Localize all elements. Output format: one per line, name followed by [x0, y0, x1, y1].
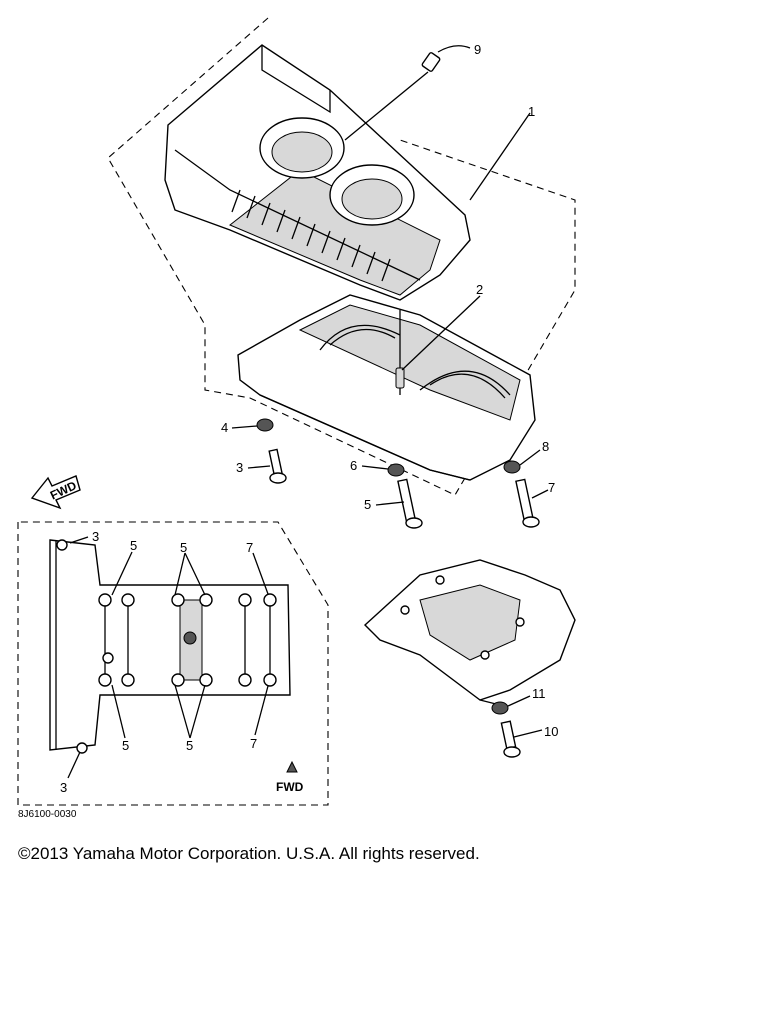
- drawing-code: 8J6100-0030: [18, 809, 77, 820]
- callout-3: 3: [236, 460, 243, 475]
- callout-6: 6: [350, 458, 357, 473]
- bolt-part-10: [500, 720, 543, 758]
- assembly-boundary-upper: [107, 17, 576, 496]
- inset-bottom-view: [49, 536, 298, 779]
- copyright-notice: ©2013 Yamaha Motor Corporation. U.S.A. A…: [18, 844, 480, 863]
- callout-7: 7: [548, 480, 555, 495]
- guard-plate: [363, 559, 576, 706]
- bolt-part-5: [375, 478, 423, 529]
- washer-part-4: [231, 418, 274, 432]
- upper-crankcase: [164, 44, 471, 301]
- callout-11: 11: [532, 686, 546, 701]
- callout-2: 2: [476, 282, 483, 297]
- callout-4: 4: [221, 420, 228, 435]
- fitting-part: [344, 45, 471, 141]
- fwd-arrow-label: FWD: [48, 478, 79, 502]
- callout-9: 9: [474, 42, 481, 57]
- inset-callout-3-top: 3: [92, 529, 99, 544]
- crankcase-exploded-diagram: 9 1 2 4 3 6 8 5 7 11 10 FWD 3 5 5 7 5 5 …: [17, 17, 576, 820]
- inset-callout-5-center-top: 5: [180, 540, 187, 555]
- callout-8: 8: [542, 439, 549, 454]
- inset-callout-5-center-bottom: 5: [186, 738, 193, 753]
- inset-callout-7-bottom: 7: [250, 736, 257, 751]
- bolt-part-3: [247, 448, 287, 484]
- dowel-pin-part: [395, 367, 405, 389]
- inset-callout-3-bottom: 3: [60, 780, 67, 795]
- inset-callout-5-left-bottom: 5: [122, 738, 129, 753]
- callout-1: 1: [528, 104, 535, 119]
- lower-crankcase: [237, 294, 536, 481]
- washer-part-8: [503, 449, 541, 474]
- callout-5: 5: [364, 497, 371, 512]
- washer-part-6: [361, 463, 405, 477]
- callout-10: 10: [544, 724, 558, 739]
- inset-fwd-label: FWD: [276, 780, 304, 794]
- bolt-part-7: [515, 478, 549, 528]
- inset-callout-7-top: 7: [246, 540, 253, 555]
- fwd-direction-arrow: [30, 475, 81, 510]
- inset-callout-5-left-top: 5: [130, 538, 137, 553]
- nut-part-11: [491, 695, 531, 715]
